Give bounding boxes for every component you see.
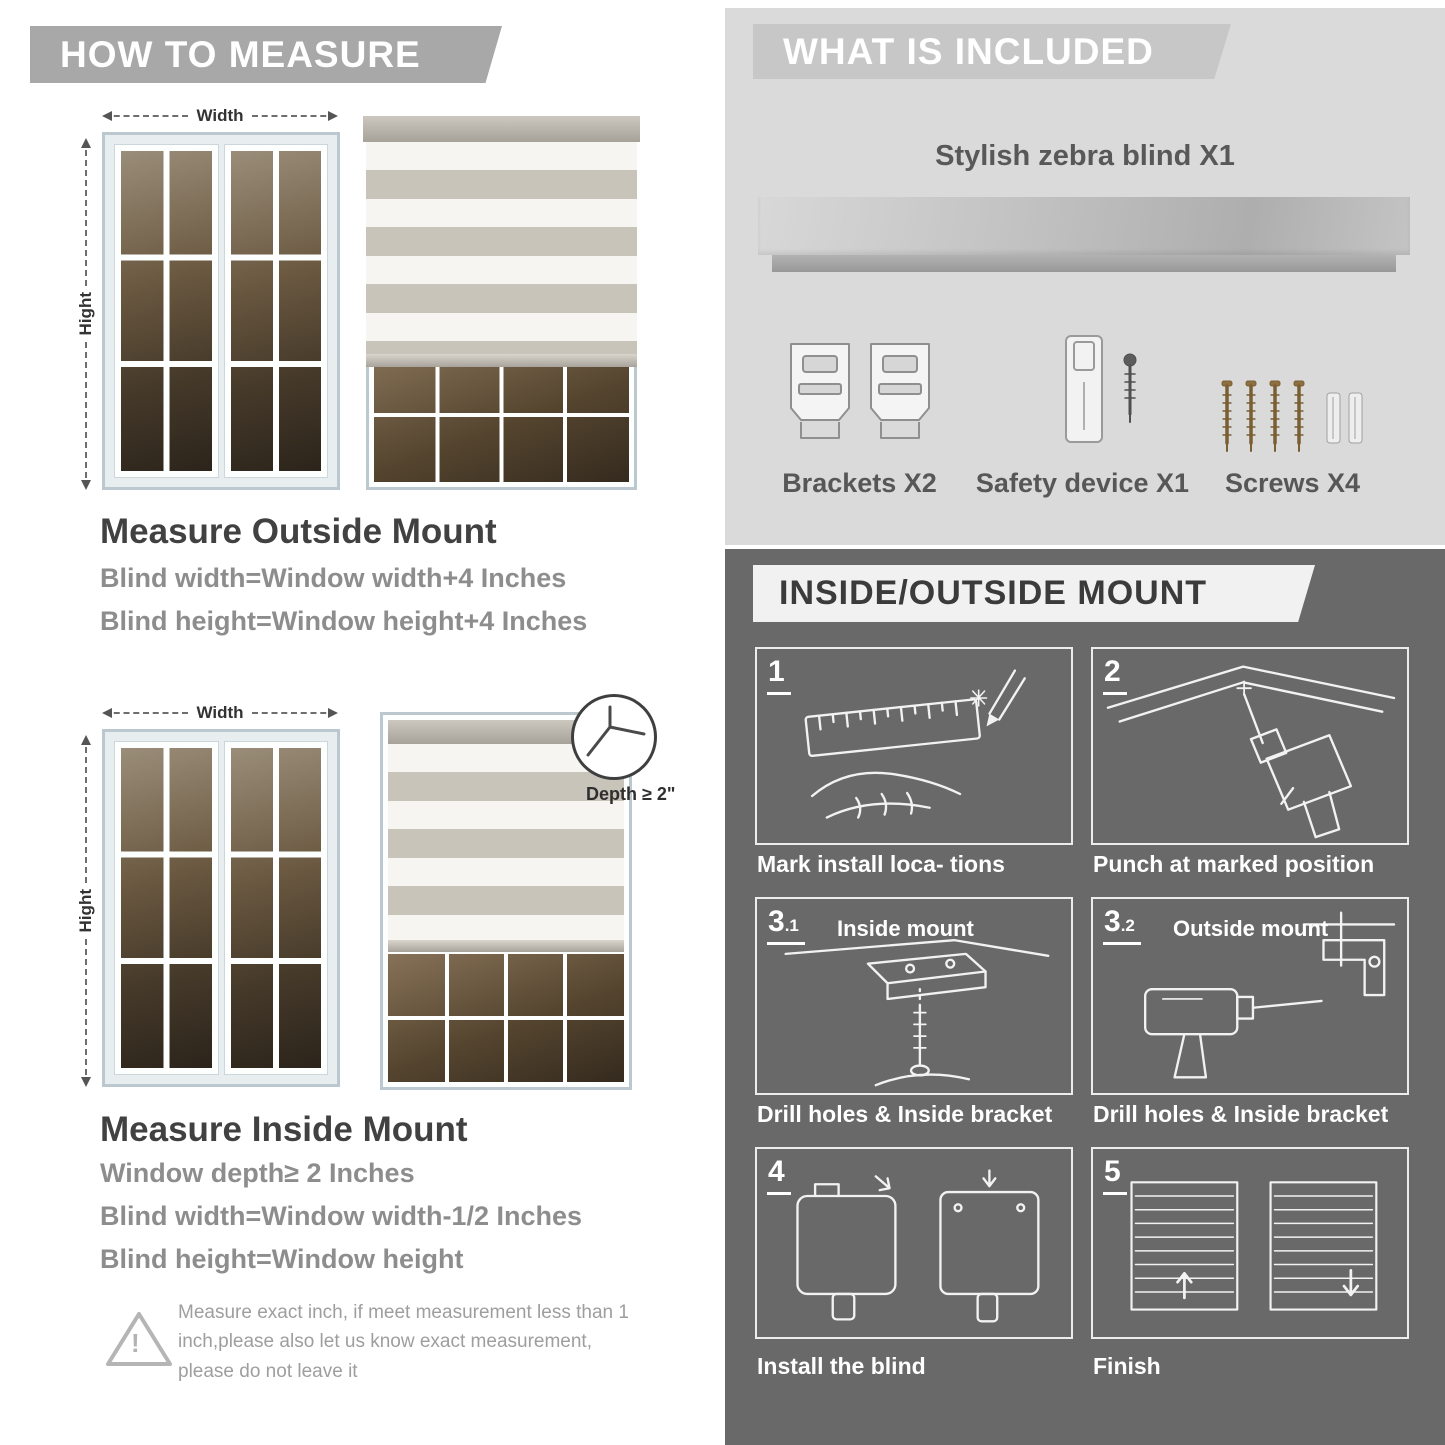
mount-banner: INSIDE/OUTSIDE MOUNT xyxy=(753,565,1315,622)
window-sash xyxy=(114,144,219,478)
product-label: Stylish zebra blind X1 xyxy=(935,140,1235,172)
arrow-line xyxy=(101,708,189,718)
step4-caption: Install the blind xyxy=(757,1353,926,1379)
step5-caption: Finish xyxy=(1093,1353,1161,1379)
height-arrow-label: Hight xyxy=(76,889,95,933)
window-panes xyxy=(121,151,212,471)
included-panel xyxy=(725,8,1445,545)
finish-illustration xyxy=(1130,1181,1378,1311)
window-panes xyxy=(374,348,629,482)
window-panes xyxy=(388,954,624,1082)
blind-headrail-illustration xyxy=(758,197,1410,255)
step3-2-cell: 3.2 Outside mount xyxy=(1091,897,1409,1095)
inside-formula-height: Blind height=Window height xyxy=(100,1244,464,1274)
window-sash xyxy=(223,741,328,1075)
step5-number: 5 xyxy=(1103,1155,1127,1195)
step3-2-title: Outside mount xyxy=(1173,916,1329,941)
arrow-line xyxy=(81,734,91,884)
depth-callout-circle xyxy=(571,694,657,780)
inside-mount-heading: Measure Inside Mount xyxy=(100,1110,468,1149)
step3-1-number: 3.1 xyxy=(767,905,805,945)
step5-cell: 5 xyxy=(1091,1147,1409,1339)
screws-icon xyxy=(1221,380,1363,452)
blind-bottom-rail xyxy=(388,940,624,952)
window-illustration-inside xyxy=(102,729,340,1087)
safety-device-label: Safety device X1 xyxy=(975,468,1190,498)
step2-number: 2 xyxy=(1103,655,1127,695)
step3-2-caption: Drill holes & Inside bracket xyxy=(1093,1101,1389,1127)
step3-1-caption: Drill holes & Inside bracket xyxy=(757,1101,1053,1127)
window-panes xyxy=(121,748,212,1068)
height-arrow-inside: Hight xyxy=(76,734,95,1088)
outside-formula-height: Blind height=Window height+4 Inches xyxy=(100,606,588,636)
height-arrow-label: Hight xyxy=(76,292,95,336)
install-blind-illustration xyxy=(796,1169,1040,1323)
window-panes xyxy=(230,151,321,471)
step4-number: 4 xyxy=(767,1155,791,1195)
arrow-line xyxy=(81,137,91,287)
how-to-measure-banner: HOW TO MEASURE xyxy=(30,26,502,83)
inside-bracket-illustration xyxy=(784,938,1050,1087)
brackets-label: Brackets X2 xyxy=(782,468,937,498)
depth-requirement-label: Depth ≥ 2" xyxy=(586,784,676,804)
arrow-line xyxy=(251,111,339,121)
mount-title: INSIDE/OUTSIDE MOUNT xyxy=(779,574,1208,612)
window-panes xyxy=(230,748,321,1068)
measure-note: Measure exact inch, if meet measurement … xyxy=(178,1302,629,1382)
step3-1-title: Inside mount xyxy=(837,916,974,941)
window-sash xyxy=(114,741,219,1075)
mount-panel xyxy=(725,549,1445,1445)
inside-formula-width: Blind width=Window width-1/2 Inches xyxy=(100,1201,583,1231)
arrow-line xyxy=(251,708,339,718)
blind-stripes xyxy=(366,142,637,354)
what-is-included-banner: WHAT IS INCLUDED xyxy=(753,24,1231,79)
width-arrow-outside: Width xyxy=(101,106,339,125)
arrow-line xyxy=(81,938,91,1088)
mark-location-illustration xyxy=(804,669,1026,819)
outside-formula-width: Blind width=Window width+4 Inches xyxy=(100,563,567,593)
arrow-line xyxy=(101,111,189,121)
window-behind-blind xyxy=(388,954,624,1082)
zebra-blind-inside xyxy=(380,712,632,1090)
width-arrow-inside: Width xyxy=(101,703,339,722)
blind-cassette xyxy=(363,116,640,142)
zebra-blind-outside xyxy=(363,116,640,490)
how-to-measure-title: HOW TO MEASURE xyxy=(60,33,421,75)
step1-caption: Mark install loca- tions xyxy=(757,851,1005,877)
step1-cell: 1 xyxy=(755,647,1073,845)
height-arrow-outside: Hight xyxy=(76,137,95,491)
blind-headrail-lip xyxy=(772,255,1396,272)
width-arrow-label: Width xyxy=(196,106,244,125)
step2-cell: 2 xyxy=(1091,647,1409,845)
outside-bracket-illustration xyxy=(1143,911,1396,1079)
step3-1-cell: 3.1 Inside mount xyxy=(755,897,1073,1095)
what-is-included-title: WHAT IS INCLUDED xyxy=(783,30,1154,72)
width-arrow-label: Width xyxy=(196,703,244,722)
drill-ceiling-illustration xyxy=(1106,665,1396,839)
brackets-icon xyxy=(790,343,930,439)
window-illustration-outside xyxy=(102,132,340,490)
outside-mount-heading: Measure Outside Mount xyxy=(100,512,497,551)
step1-number: 1 xyxy=(767,655,791,695)
safety-device-icon xyxy=(1065,335,1137,443)
warning-exclamation: ! xyxy=(131,1328,140,1358)
window-sash xyxy=(223,144,328,478)
step4-cell: 4 xyxy=(755,1147,1073,1339)
step3-2-number: 3.2 xyxy=(1103,905,1141,945)
blind-stripes xyxy=(388,744,624,940)
step2-caption: Punch at marked position xyxy=(1093,851,1375,877)
blind-bottom-rail xyxy=(366,354,637,367)
arrow-line xyxy=(81,341,91,491)
warning-icon xyxy=(106,1312,172,1366)
frame-corner-icon xyxy=(586,705,646,757)
screws-label: Screws X4 xyxy=(1224,468,1361,498)
inside-depth-line: Window depth≥ 2 Inches xyxy=(100,1158,415,1188)
